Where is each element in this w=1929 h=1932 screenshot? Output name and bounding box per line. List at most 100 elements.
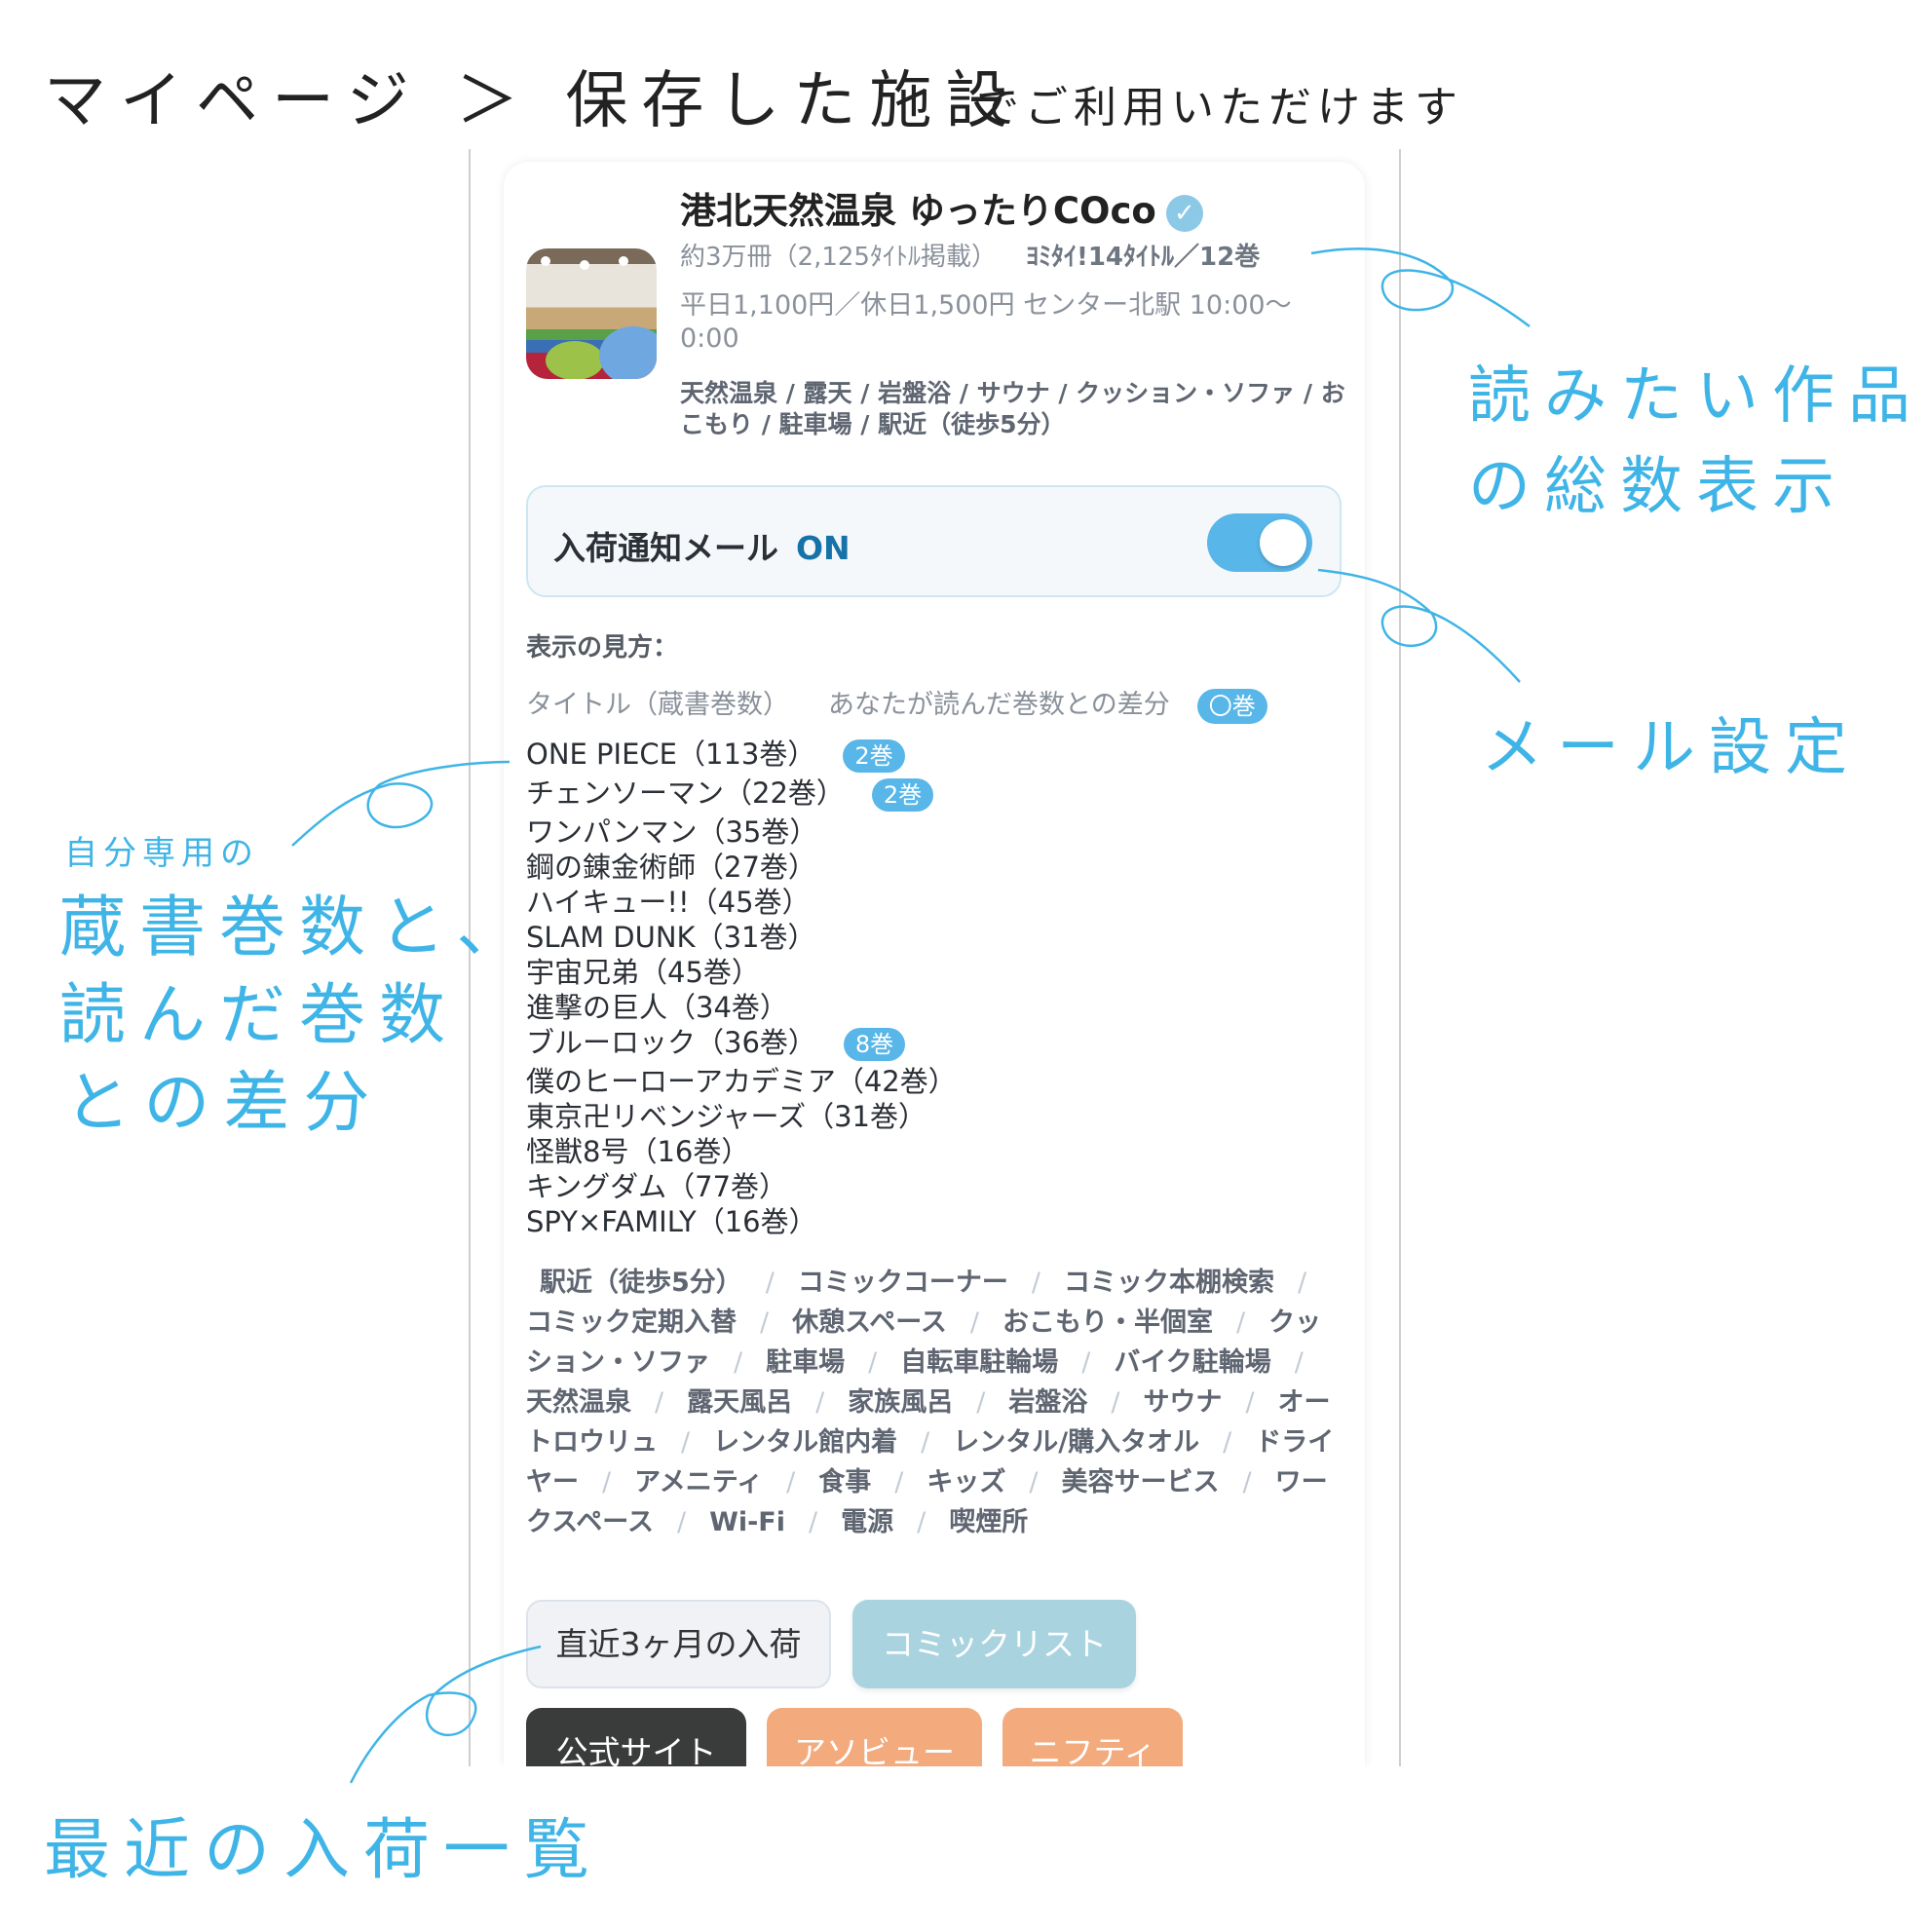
- recent-arrivals-button[interactable]: 直近3ヶ月の入荷: [526, 1600, 831, 1688]
- yomitai-count: ﾖﾐﾀｲ!14ﾀｲﾄﾙ／12巻: [1025, 243, 1261, 272]
- legend-title: タイトル（蔵書巻数）: [526, 690, 789, 720]
- separator: /: [815, 1387, 825, 1418]
- comic-title: 東京卍リベンジャーズ（31巻）: [526, 1100, 927, 1133]
- annotation-line-diff: [291, 760, 511, 847]
- amenity-tag: バイク駐輪場: [1114, 1347, 1271, 1378]
- amenity-tag: 駐車場: [766, 1347, 846, 1378]
- amenity-tag: 電源: [841, 1507, 894, 1537]
- amenity-tag: ワークスペース: [526, 1467, 1328, 1537]
- asoview-button[interactable]: アソビュー: [767, 1708, 982, 1766]
- check-circle-icon: ✓: [1165, 194, 1203, 232]
- comic-title: ブルーロック（36巻）: [526, 1026, 816, 1059]
- facility-card: 港北天然温泉 ゆったりCOco✓ 約3万冊（2,125ﾀｲﾄﾙ掲載） ﾖﾐﾀｲ!1…: [504, 162, 1365, 1766]
- comic-item: キングダム（77巻）: [526, 1169, 957, 1204]
- crop-mask: [0, 1766, 1929, 1932]
- comic-item: 怪獣8号（16巻）: [526, 1134, 957, 1169]
- separator: /: [868, 1347, 878, 1378]
- notify-state: ON: [796, 529, 851, 567]
- separator: /: [760, 1307, 770, 1338]
- comic-list: ONE PIECE（113巻）2巻チェンソーマン（22巻） 2巻ワンパンマン（35…: [526, 737, 957, 1239]
- notify-toggle[interactable]: [1207, 513, 1312, 572]
- howto-legend: タイトル（蔵書巻数） あなたが読んだ巻数との差分〇巻: [526, 683, 1267, 724]
- separator: /: [1111, 1387, 1120, 1418]
- diff-badge-example: 〇巻: [1196, 688, 1267, 724]
- comic-title: ハイキュー!!（45巻）: [526, 886, 811, 919]
- comic-title: 怪獣8号（16巻）: [526, 1135, 750, 1168]
- comic-title: 進撃の巨人（34巻）: [526, 991, 788, 1024]
- comic-title: ワンパンマン（35巻）: [526, 815, 818, 849]
- separator: /: [602, 1467, 612, 1497]
- price-hours: 平日1,100円／休日1,500円 センター北駅 10:00〜0:00: [680, 290, 1292, 354]
- comic-item: 鋼の錬金術師（27巻）: [526, 850, 957, 885]
- amenity-tag: 自転車駐輪場: [900, 1347, 1059, 1378]
- annotation-diff-line3: との差分: [64, 1065, 384, 1142]
- comic-title: SPY×FAMILY（16巻）: [526, 1205, 817, 1238]
- official-site-button[interactable]: 公式サイト: [526, 1708, 746, 1766]
- separator: /: [1223, 1427, 1232, 1458]
- comic-title: 僕のヒーローアカデミア（42巻）: [526, 1065, 957, 1098]
- annotation-diff-line1: 蔵書巻数と、: [59, 890, 537, 966]
- amenity-tag: 喫煙所: [949, 1507, 1029, 1537]
- separator: /: [921, 1427, 930, 1458]
- comic-item: 僕のヒーローアカデミア（42巻）: [526, 1064, 957, 1099]
- separator: /: [765, 1268, 775, 1298]
- amenity-tag: おこもり・半個室: [1002, 1307, 1213, 1338]
- comic-list-button[interactable]: コミックリスト: [852, 1600, 1136, 1688]
- amenity-tag: オートロウリュ: [526, 1387, 1331, 1458]
- nifty-button[interactable]: ニフティ: [1002, 1708, 1183, 1766]
- separator: /: [809, 1507, 818, 1537]
- amenity-tag: 天然温泉: [526, 1387, 631, 1418]
- comic-title: ONE PIECE（113巻）: [526, 738, 816, 771]
- amenity-tag: コミックコーナー: [797, 1268, 1008, 1298]
- annotation-recent: 最近の入荷一覧: [44, 1812, 604, 1889]
- facility-name[interactable]: 港北天然温泉 ゆったりCOco✓: [680, 181, 1203, 234]
- annotation-mail: メール設定: [1481, 712, 1861, 784]
- divider-left: [469, 149, 471, 1766]
- comic-item: 進撃の巨人（34巻）: [526, 990, 957, 1025]
- separator: /: [1031, 1268, 1041, 1298]
- separator: /: [655, 1387, 664, 1418]
- annotation-total-line2: の総数表示: [1468, 451, 1848, 523]
- toggle-knob: [1260, 519, 1306, 566]
- amenity-list: 駅近（徒歩5分）/コミックコーナー/コミック本棚検索/コミック定期入替/休憩スペ…: [526, 1263, 1344, 1542]
- facility-tags: 天然温泉 / 露天 / 岩盤浴 / サウナ / クッション・ソファ / おこもり…: [680, 379, 1345, 438]
- header-note: でご利用いただけます: [976, 83, 1463, 133]
- amenity-tag: 駅近（徒歩5分）: [540, 1268, 742, 1298]
- diff-badge: 2巻: [871, 778, 934, 812]
- comic-item: ONE PIECE（113巻）2巻: [526, 737, 957, 773]
- amenity-tag: サウナ: [1143, 1387, 1223, 1418]
- separator: /: [1294, 1347, 1304, 1378]
- notify-label: 入荷通知メール: [553, 529, 778, 567]
- separator: /: [786, 1467, 796, 1497]
- amenity-tag: 休憩スペース: [792, 1307, 947, 1338]
- book-count: 約3万冊（2,125ﾀｲﾄﾙ掲載）: [680, 243, 997, 272]
- separator: /: [969, 1307, 979, 1338]
- annotation-diff-line2: 読んだ巻数: [59, 977, 460, 1054]
- annotation-total-line1: 読みたい作品: [1468, 360, 1924, 433]
- amenity-tag: 岩盤浴: [1008, 1387, 1088, 1418]
- legend-diff: あなたが読んだ巻数との差分: [828, 690, 1170, 720]
- annotation-line-mail: [1317, 568, 1521, 683]
- comic-title: 宇宙兄弟（45巻）: [526, 956, 760, 989]
- amenity-tag: キッズ: [927, 1467, 1006, 1497]
- amenity-tag: 食事: [818, 1467, 872, 1497]
- amenity-tag: 家族風呂: [848, 1387, 954, 1418]
- comic-item: チェンソーマン（22巻） 2巻: [526, 776, 957, 812]
- comic-item: ハイキュー!!（45巻）: [526, 885, 957, 920]
- comic-item: ブルーロック（36巻）8巻: [526, 1025, 957, 1061]
- breadcrumb: マイページ ＞ 保存した施設: [44, 65, 1022, 137]
- separator: /: [894, 1467, 904, 1497]
- separator: /: [734, 1347, 743, 1378]
- facility-stats: 約3万冊（2,125ﾀｲﾄﾙ掲載） ﾖﾐﾀｲ!14ﾀｲﾄﾙ／12巻: [680, 237, 1260, 273]
- comic-title: SLAM DUNK（31巻）: [526, 921, 816, 954]
- howto-heading: 表示の見方：: [526, 633, 679, 663]
- amenity-tag: 露天風呂: [687, 1387, 793, 1418]
- comic-item: 東京卍リベンジャーズ（31巻）: [526, 1099, 957, 1134]
- comic-title: チェンソーマン（22巻）: [526, 777, 845, 810]
- comic-item: 宇宙兄弟（45巻）: [526, 955, 957, 990]
- separator: /: [1242, 1467, 1252, 1497]
- amenity-tag: Wi-Fi: [709, 1507, 786, 1537]
- divider-right: [1399, 149, 1401, 1766]
- amenity-tag: 美容サービス: [1061, 1467, 1220, 1497]
